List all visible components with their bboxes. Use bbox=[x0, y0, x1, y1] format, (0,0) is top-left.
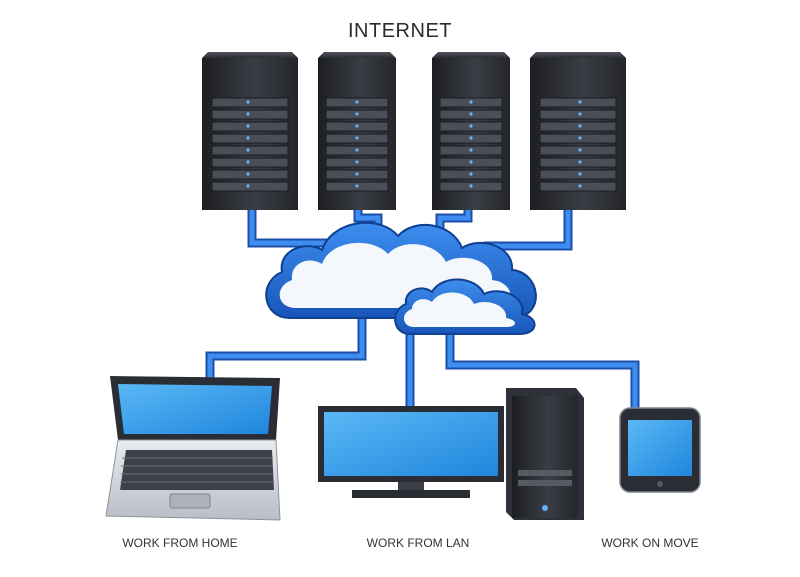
server-rack-icon bbox=[432, 52, 510, 210]
diagram-title: INTERNET bbox=[348, 20, 452, 42]
caption-work-on-move: WORK ON MOVE bbox=[601, 536, 699, 550]
desktop-computer-icon bbox=[318, 388, 584, 520]
caption-work-from-lan: WORK FROM LAN bbox=[366, 536, 470, 550]
server-racks bbox=[202, 52, 626, 210]
cloud-icon bbox=[265, 221, 537, 335]
laptop-icon bbox=[105, 376, 281, 521]
server-rack-icon bbox=[318, 52, 396, 210]
client-connectors bbox=[205, 315, 640, 417]
server-rack-icon bbox=[202, 52, 298, 210]
smartphone-icon bbox=[619, 407, 701, 493]
server-rack-icon bbox=[530, 52, 626, 210]
caption-work-from-home: WORK FROM HOME bbox=[122, 536, 238, 550]
